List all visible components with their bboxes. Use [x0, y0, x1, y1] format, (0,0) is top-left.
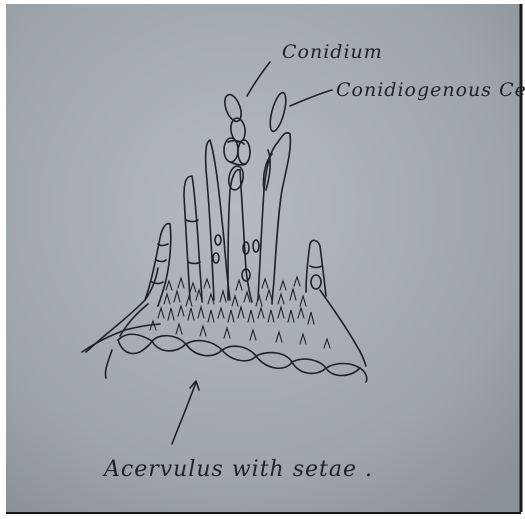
- caption-acervulus: Acervulus with setae .: [102, 457, 373, 482]
- label-conidium: Conidium: [282, 41, 383, 63]
- label-conidiogenous-cells: Conidiogenous Cells: [336, 79, 525, 101]
